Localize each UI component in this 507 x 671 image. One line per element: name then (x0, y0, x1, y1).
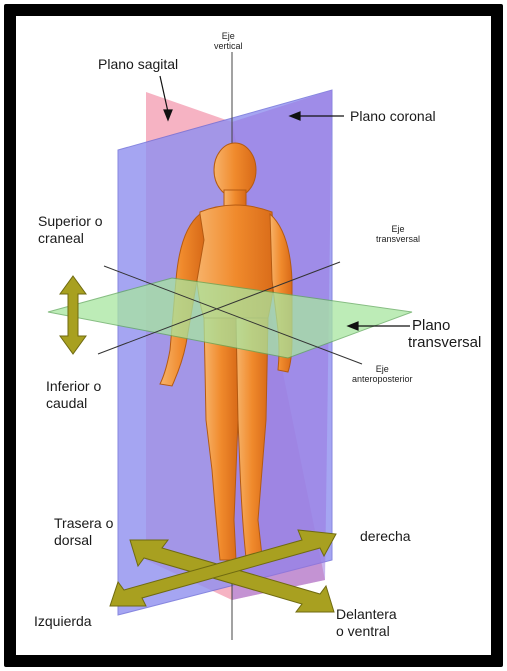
eje-anteroposterior-line-2: anteroposterior (352, 374, 413, 384)
transverse-plane (48, 278, 412, 358)
superior-line-1: Superior o (38, 213, 103, 230)
plano-transversal-label: Plano transversal (412, 317, 481, 351)
plano-transversal-line-1: Plano (412, 317, 481, 334)
delantera-line-2: o ventral (336, 623, 397, 640)
eje-transversal-line-1: Eje (376, 224, 420, 234)
trasera-line-2: dorsal (54, 532, 113, 549)
inferior-line-1: Inferior o (46, 378, 101, 395)
trasera-label: Trasera o dorsal (54, 515, 113, 549)
eje-transversal-line-2: transversal (376, 234, 420, 244)
izquierda-label: Izquierda (34, 613, 92, 630)
eje-vertical-line-2: vertical (214, 41, 243, 51)
inferior-line-2: caudal (46, 395, 101, 412)
eje-anteroposterior-line-1: Eje (352, 364, 413, 374)
eje-transversal-label: Eje transversal (376, 224, 420, 244)
plano-coronal-label: Plano coronal (350, 108, 436, 125)
eje-vertical-line-1: Eje (214, 31, 243, 41)
derecha-label: derecha (360, 528, 411, 545)
head (214, 143, 256, 197)
eje-anteroposterior-label: Eje anteroposterior (352, 364, 413, 384)
inferior-label: Inferior o caudal (46, 378, 101, 412)
delantera-line-1: Delantera (336, 606, 397, 623)
superior-label: Superior o craneal (38, 213, 103, 247)
plano-transversal-line-2: transversal (408, 334, 481, 351)
eje-vertical-label: Eje vertical (214, 31, 243, 51)
plano-sagital-label: Plano sagital (98, 56, 178, 73)
delantera-label: Delantera o ventral (336, 606, 397, 640)
trasera-line-1: Trasera o (54, 515, 113, 532)
superior-line-2: craneal (38, 230, 103, 247)
